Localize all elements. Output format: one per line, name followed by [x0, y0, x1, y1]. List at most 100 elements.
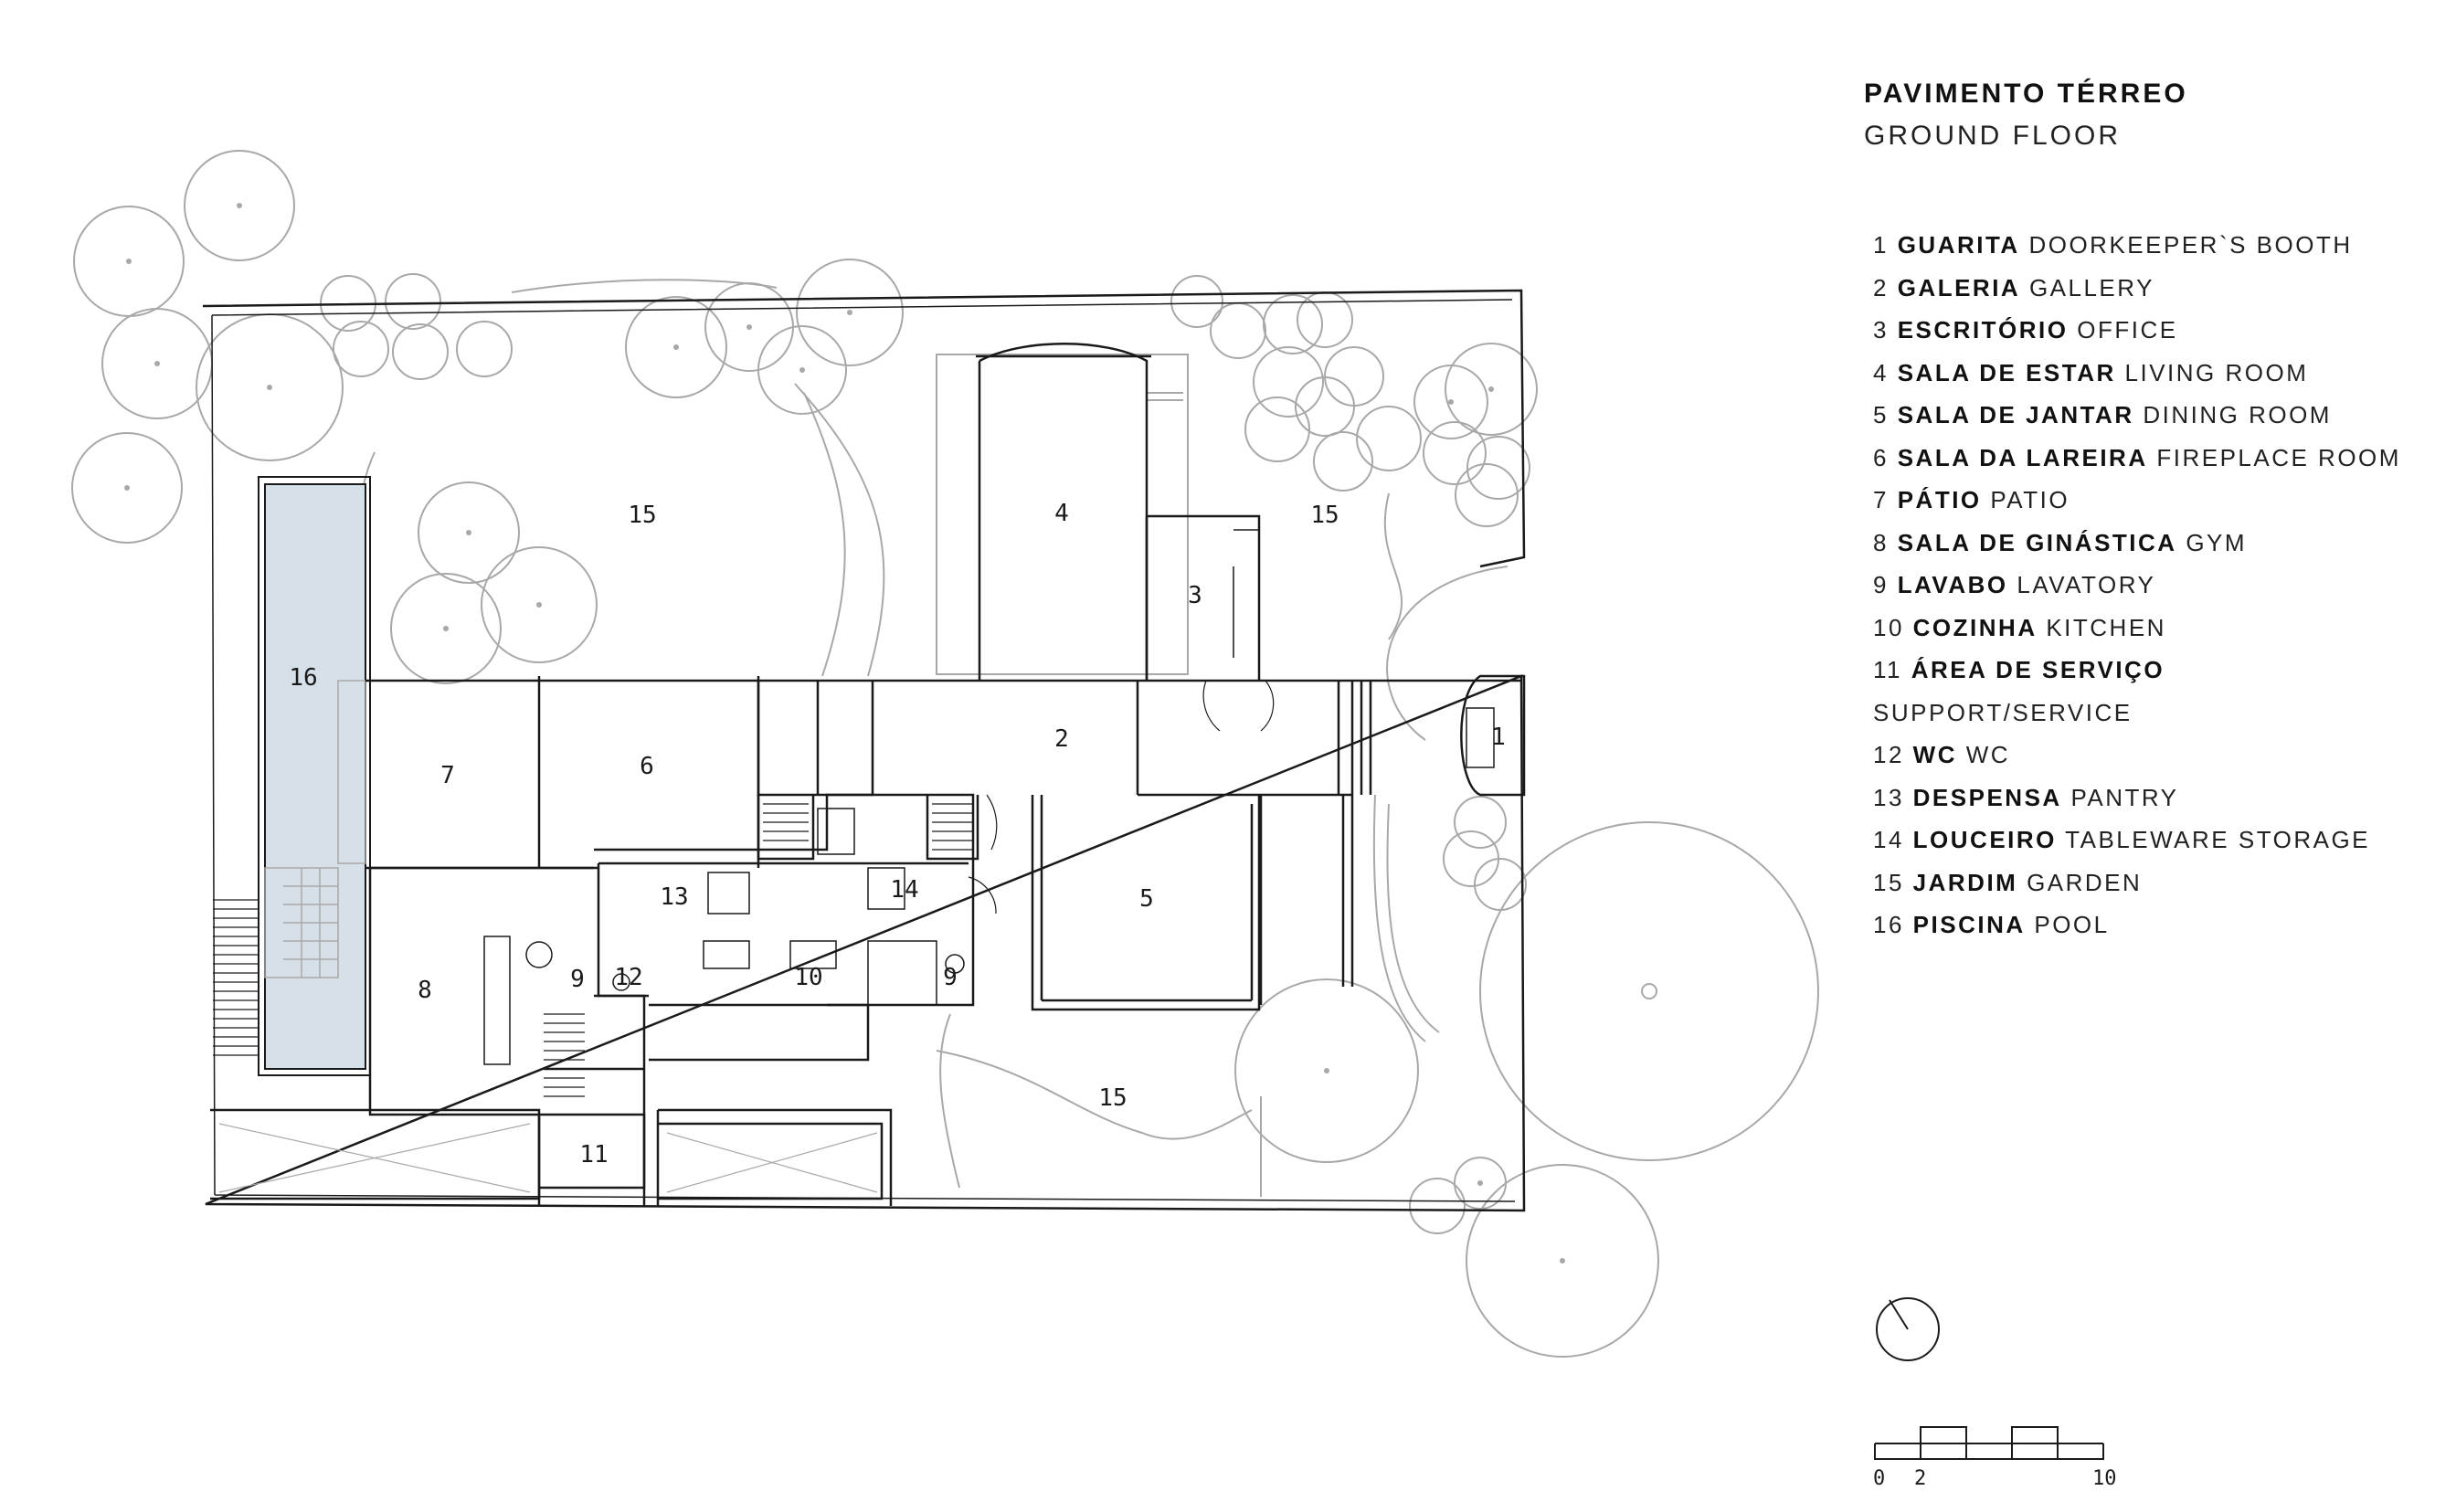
legend-item: 13 DESPENSA PANTRY — [1873, 777, 2401, 819]
legend-pt: LAVABO — [1897, 571, 2008, 598]
legend-pt: ÁREA DE SERVIÇO — [1911, 656, 2165, 683]
legend-item: 16 PISCINA POOL — [1873, 904, 2401, 946]
legend-en: DOORKEEPER`S BOOTH — [2028, 231, 2353, 259]
legend-num: 15 — [1873, 868, 1904, 896]
legend-en: OFFICE — [2077, 316, 2178, 344]
scale-bar-labels: 0 2 10 — [1873, 1467, 2117, 1490]
label-patio: 7 — [440, 762, 455, 789]
legend-en: LIVING ROOM — [2124, 358, 2309, 386]
legend-pt: JARDIM — [1912, 868, 2018, 896]
label-garden-north: 15 — [628, 502, 656, 529]
pool — [264, 483, 366, 1070]
scale-label-10: 10 — [2092, 1467, 2117, 1490]
legend-num: 14 — [1873, 826, 1904, 853]
label-wc: 12 — [614, 964, 642, 991]
legend-item: 11 ÁREA DE SERVIÇO — [1873, 649, 2401, 692]
scale-label-0: 0 — [1873, 1467, 1885, 1490]
legend-num: 10 — [1873, 613, 1904, 641]
legend-num: 2 — [1873, 273, 1889, 301]
legend-item: 14 LOUCEIRO TABLEWARE STORAGE — [1873, 819, 2401, 862]
legend-num: 16 — [1873, 911, 1904, 938]
drawing-title: PAVIMENTO TÉRREO GROUND FLOOR — [1864, 73, 2188, 157]
tree-trunk-marks — [124, 203, 1565, 1264]
legend-pt: GALERIA — [1897, 273, 2021, 301]
property-boundary — [202, 289, 1526, 1212]
legend-item: 5 SALA DE JANTAR DINING ROOM — [1873, 394, 2401, 437]
legend-en: SUPPORT/SERVICE — [1873, 698, 2133, 726]
label-living-room: 4 — [1054, 500, 1069, 527]
legend-pt: DESPENSA — [1912, 783, 2062, 811]
garden-path-north — [358, 279, 885, 677]
legend-item: 6 SALA DA LAREIRA FIREPLACE ROOM — [1873, 437, 2401, 480]
legend-num: 8 — [1873, 528, 1889, 556]
legend-item: 1 GUARITA DOORKEEPER`S BOOTH — [1873, 224, 2401, 267]
legend-item: 10 COZINHA KITCHEN — [1873, 607, 2401, 650]
label-garden-south: 15 — [1098, 1084, 1127, 1112]
label-gallery: 2 — [1054, 725, 1069, 753]
garden-path-east — [1147, 392, 1509, 741]
room-labels: 1 2 3 4 5 6 7 8 9 9 10 11 12 13 14 15 15… — [289, 500, 1505, 1168]
legend-en: GALLERY — [2028, 273, 2154, 301]
legend-en: KITCHEN — [2046, 613, 2166, 641]
legend-num: 5 — [1873, 401, 1889, 428]
label-service-area: 11 — [579, 1141, 608, 1168]
legend-pt: SALA DE ESTAR — [1897, 358, 2116, 386]
legend-en: TABLEWARE STORAGE — [2065, 826, 2371, 853]
legend-pt: ESCRITÓRIO — [1897, 316, 2069, 344]
label-pantry: 13 — [660, 883, 688, 911]
title-english: GROUND FLOOR — [1864, 121, 2122, 151]
legend-num: 12 — [1873, 741, 1904, 768]
scale-bar — [1874, 1426, 2104, 1460]
large-tree-trunk — [1641, 983, 1657, 999]
legend-en: FIREPLACE ROOM — [2156, 443, 2401, 471]
label-fireplace-room: 6 — [640, 753, 654, 780]
scale-label-2: 2 — [1914, 1467, 1926, 1490]
legend-en: GYM — [2186, 528, 2248, 556]
legend-item: 4 SALA DE ESTAR LIVING ROOM — [1873, 352, 2401, 395]
legend-num: 6 — [1873, 443, 1889, 471]
legend-pt: SALA DE GINÁSTICA — [1897, 528, 2177, 556]
legend-pt: GUARITA — [1897, 231, 2020, 259]
legend-en: DINING ROOM — [2143, 401, 2332, 428]
legend-pt: PÁTIO — [1897, 486, 1982, 513]
legend-en: LAVATORY — [2017, 571, 2156, 598]
legend-num: 3 — [1873, 316, 1889, 344]
label-lavatory-east: 9 — [943, 964, 958, 991]
legend-num: 4 — [1873, 358, 1889, 386]
legend-en: GARDEN — [2027, 868, 2143, 896]
legend-pt: PISCINA — [1912, 911, 2026, 938]
legend-item: 9 LAVABO LAVATORY — [1873, 564, 2401, 607]
label-garden-east: 15 — [1310, 502, 1339, 529]
tree-canopy-group — [71, 150, 1819, 1358]
label-kitchen: 10 — [794, 964, 822, 991]
legend-num: 7 — [1873, 486, 1889, 513]
legend-pt: SALA DE JANTAR — [1897, 401, 2134, 428]
living-room-terrace — [936, 354, 1189, 675]
legend-pt: LOUCEIRO — [1912, 826, 2057, 853]
legend-item: SUPPORT/SERVICE — [1873, 692, 2401, 735]
label-booth: 1 — [1491, 724, 1506, 751]
legend-item: 7 PÁTIO PATIO — [1873, 479, 2401, 522]
legend-num: 13 — [1873, 783, 1904, 811]
title-portuguese: PAVIMENTO TÉRREO — [1864, 79, 2188, 109]
garden-path-driveway — [1372, 794, 1440, 1042]
label-office: 3 — [1188, 582, 1202, 609]
legend-num: 9 — [1873, 571, 1889, 598]
label-dining-room: 5 — [1139, 885, 1154, 913]
legend-pt: SALA DA LAREIRA — [1897, 443, 2148, 471]
garden-path-south — [936, 1013, 1262, 1197]
label-lavatory-west: 9 — [570, 966, 585, 993]
legend-pt: COZINHA — [1912, 613, 2038, 641]
legend-item: 15 JARDIM GARDEN — [1873, 862, 2401, 904]
building-walls — [202, 289, 1526, 1212]
label-gym: 8 — [418, 977, 432, 1004]
room-legend: 1 GUARITA DOORKEEPER`S BOOTH 2 GALERIA G… — [1873, 224, 2401, 946]
label-pool: 16 — [289, 664, 317, 692]
legend-en: POOL — [2034, 911, 2110, 938]
legend-item: 8 SALA DE GINÁSTICA GYM — [1873, 522, 2401, 565]
legend-num: 11 — [1873, 656, 1902, 683]
north-arrow-icon — [1876, 1297, 1940, 1361]
legend-item: 12 WC WC — [1873, 734, 2401, 777]
legend-pt: WC — [1912, 741, 1957, 768]
